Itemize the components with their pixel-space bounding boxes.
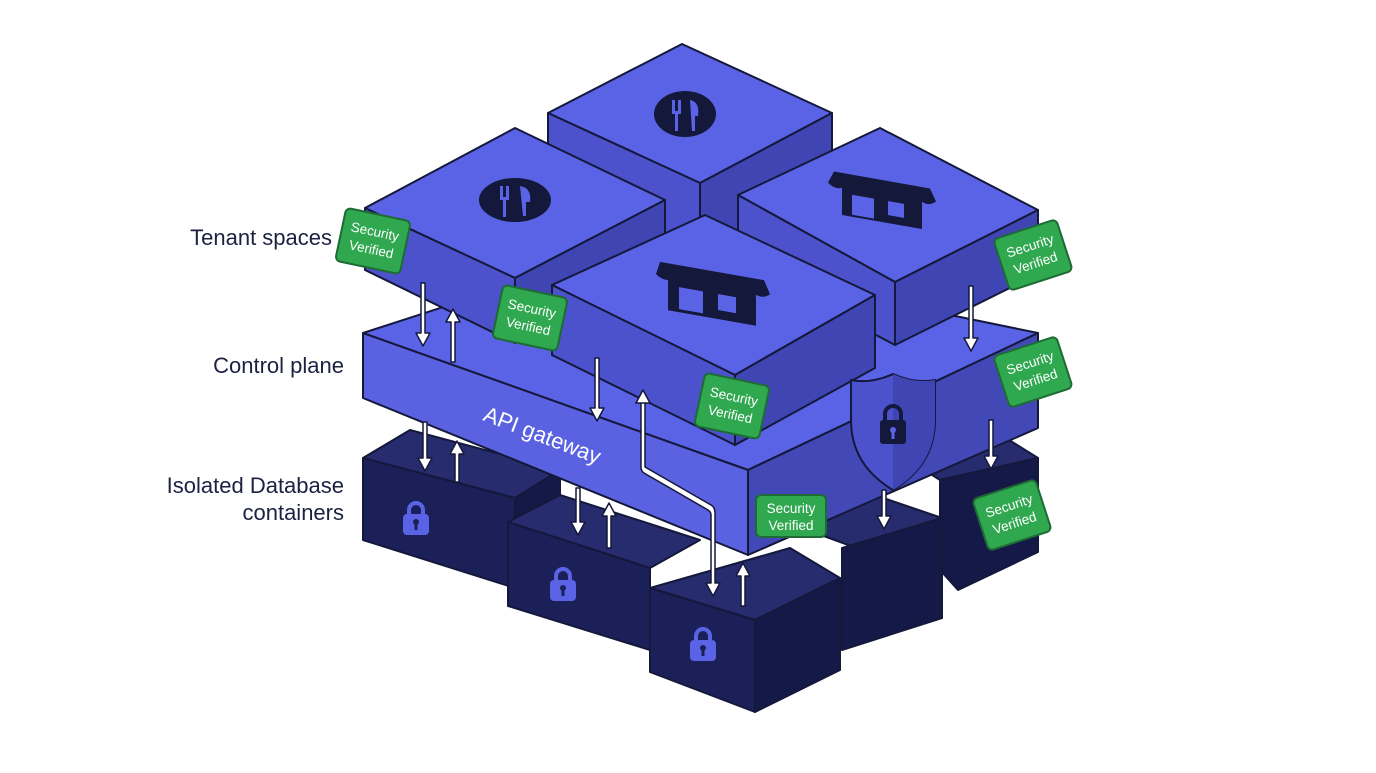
arrow-down [417,421,433,472]
control-plane-label: Control plane [213,353,344,378]
tenant-box-store-front [551,214,876,446]
security-verified-badge: Security Verified [993,336,1073,408]
database-label-line2: containers [242,500,344,525]
fork-knife-icon [654,91,716,137]
arrow-up-head [635,389,651,404]
data-flow-arrows [415,282,999,607]
database-label-line1: Isolated Database [166,473,344,498]
arrow-down [963,285,979,352]
database-containers-label: Isolated Database containers [110,472,344,526]
security-verified-badge: Security Verified [755,494,827,538]
arrow-up [735,562,751,607]
fork-knife-icon [479,178,551,222]
arrow-down [570,487,586,536]
arrow-up [601,502,617,549]
security-verified-badge: Security Verified [335,207,411,275]
database-container-middle [507,494,701,651]
tenant-spaces-label: Tenant spaces [190,225,332,250]
svg-text:Security: Security [767,501,816,516]
arrow-down [415,282,431,347]
arrow-down [876,489,892,530]
arrow-down [983,419,999,470]
arrow-up [449,440,465,483]
database-container-front [649,547,841,713]
routed-arrow [640,401,721,597]
arrow-down [589,357,605,422]
security-verified-badge: Security Verified [694,372,770,440]
security-verified-badge: Security Verified [492,284,568,352]
security-verified-badge: Security Verified [972,479,1052,551]
storefront-icon [656,261,770,326]
arrow-up [445,308,461,363]
security-verified-badge: Security Verified [993,219,1073,291]
shield-lock-icon [850,373,936,491]
svg-text:Verified: Verified [768,518,813,533]
storefront-icon [828,171,936,230]
